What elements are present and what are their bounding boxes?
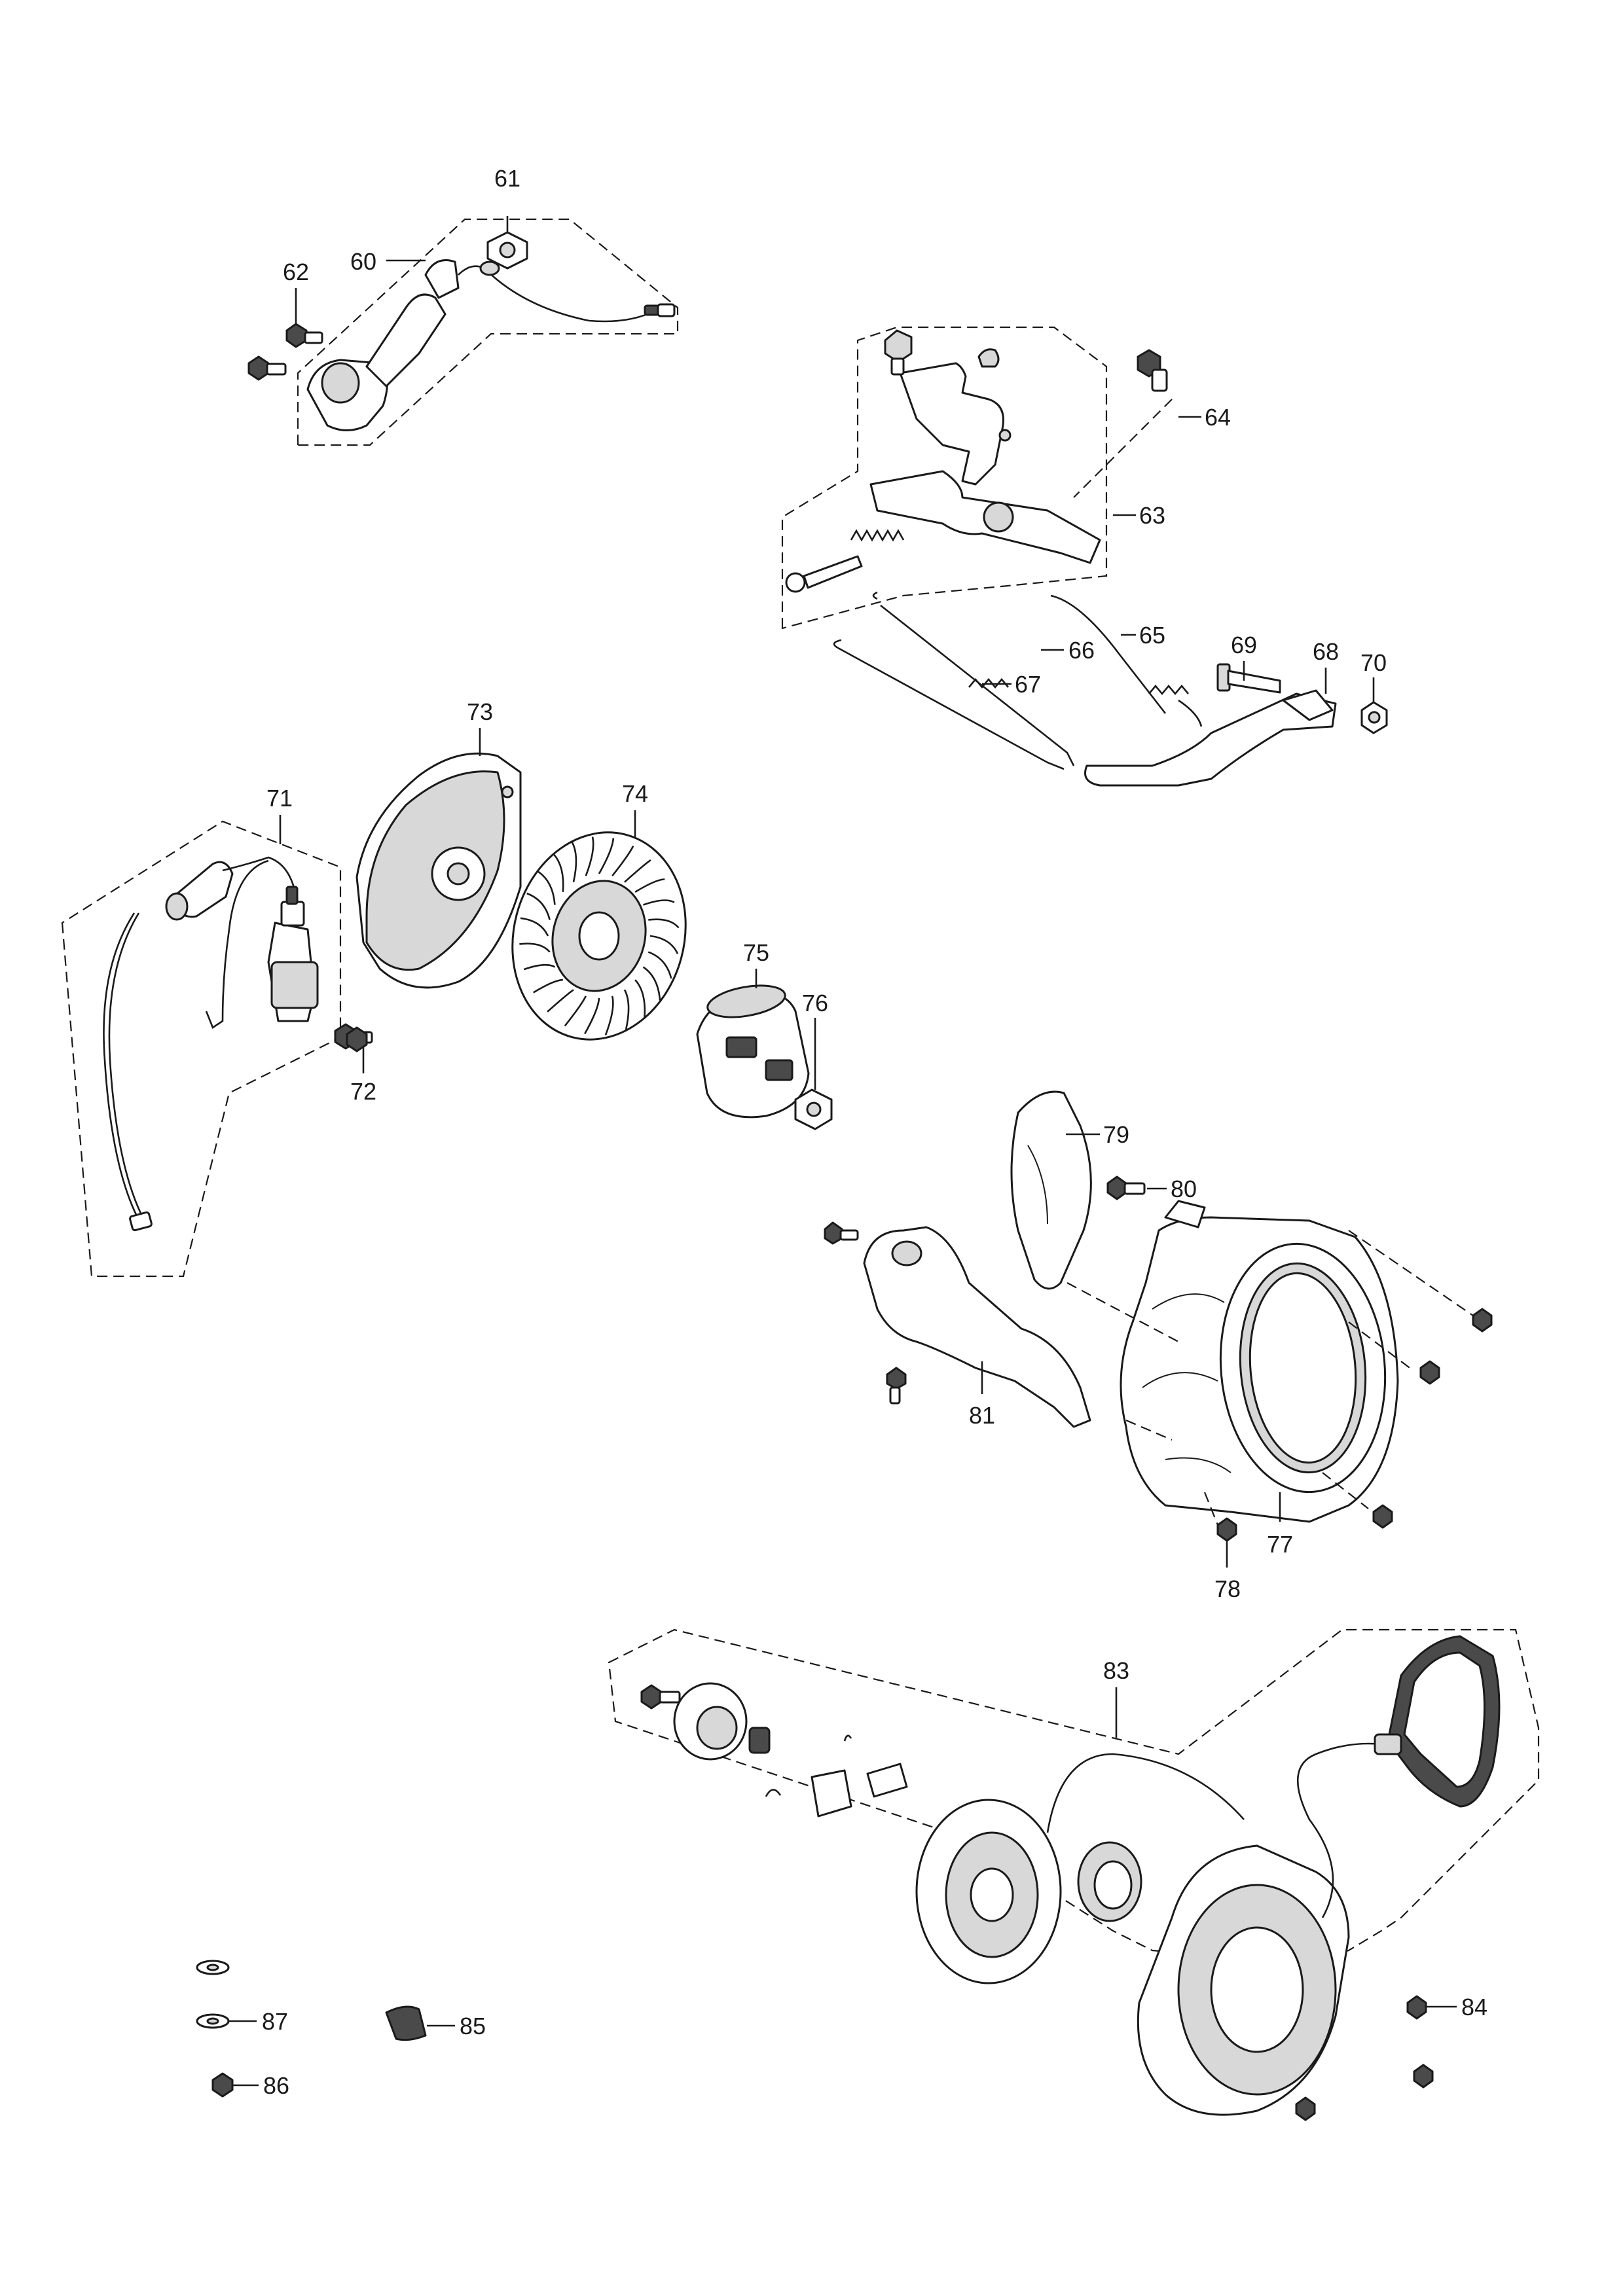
- fan-blade: [571, 842, 577, 883]
- label-63: 63: [1139, 502, 1165, 529]
- label-71: 71: [266, 785, 293, 812]
- fan-blade: [634, 979, 646, 1018]
- fan-blade: [648, 918, 680, 929]
- label-61: 61: [494, 165, 520, 192]
- fan-blade: [520, 917, 549, 937]
- fan-blade: [611, 846, 634, 877]
- label-65: 65: [1139, 622, 1165, 649]
- label-80: 80: [1171, 1175, 1197, 1202]
- fan-blade: [642, 966, 661, 1001]
- screw-62b: [247, 355, 287, 381]
- label-76: 76: [802, 990, 828, 1016]
- fan-blade: [533, 978, 563, 994]
- screw-78: [1216, 1517, 1237, 1568]
- fan-74: [511, 810, 687, 1041]
- part-labels: 60 61 62 63 64 65 66 67 68 69 70 71 72 7…: [262, 165, 1487, 2099]
- fan-blade: [547, 989, 574, 1013]
- label-64: 64: [1205, 404, 1231, 431]
- fan-blade: [585, 836, 594, 876]
- flywheel-housing-73: [356, 728, 522, 989]
- fan-blade: [553, 853, 564, 892]
- label-77: 77: [1267, 1531, 1293, 1558]
- label-73: 73: [467, 698, 493, 725]
- assembly-71: [61, 815, 373, 1278]
- fan-blade: [519, 942, 551, 953]
- label-69: 69: [1231, 632, 1257, 658]
- screw-77c: [1372, 1504, 1393, 1529]
- fan-blade: [526, 892, 551, 920]
- shroud-assembly-77: [824, 1090, 1493, 1568]
- fan-blade: [538, 870, 556, 905]
- label-81: 81: [969, 1402, 995, 1429]
- fan-blade: [647, 951, 672, 979]
- label-83: 83: [1103, 1657, 1129, 1684]
- fan-blade: [649, 935, 679, 954]
- screw-62a: [285, 323, 323, 348]
- fan-blade: [623, 989, 630, 1030]
- label-84: 84: [1461, 1994, 1487, 2020]
- assembly-60: [247, 216, 679, 446]
- label-85: 85: [460, 2013, 486, 2039]
- fan-blade: [598, 838, 615, 874]
- nut-76: [794, 1018, 833, 1130]
- screw-77a: [1472, 1308, 1493, 1333]
- label-75: 75: [743, 939, 769, 966]
- fan-blade: [564, 996, 587, 1027]
- fan-blade: [584, 997, 600, 1035]
- label-66: 66: [1068, 637, 1095, 664]
- label-87: 87: [262, 2008, 288, 2035]
- label-67: 67: [1015, 671, 1041, 698]
- recoil-starter-83: [608, 1628, 1540, 2121]
- screw-77b: [1419, 1360, 1440, 1385]
- label-68: 68: [1313, 638, 1339, 665]
- cup-75: [696, 969, 810, 1119]
- label-72: 72: [350, 1078, 376, 1105]
- fan-blade: [634, 878, 665, 893]
- assembly-63: [781, 326, 1388, 787]
- label-60: 60: [350, 248, 376, 275]
- loose-parts: [196, 1960, 455, 2098]
- fan-blade: [523, 963, 556, 971]
- fan-blade: [643, 899, 675, 906]
- fan-blade: [624, 859, 651, 883]
- label-62: 62: [283, 259, 309, 285]
- label-74: 74: [622, 780, 648, 807]
- fan-blade: [604, 996, 614, 1035]
- label-79: 79: [1103, 1121, 1129, 1148]
- label-86: 86: [263, 2072, 289, 2099]
- label-70: 70: [1360, 649, 1387, 676]
- label-78: 78: [1214, 1575, 1241, 1602]
